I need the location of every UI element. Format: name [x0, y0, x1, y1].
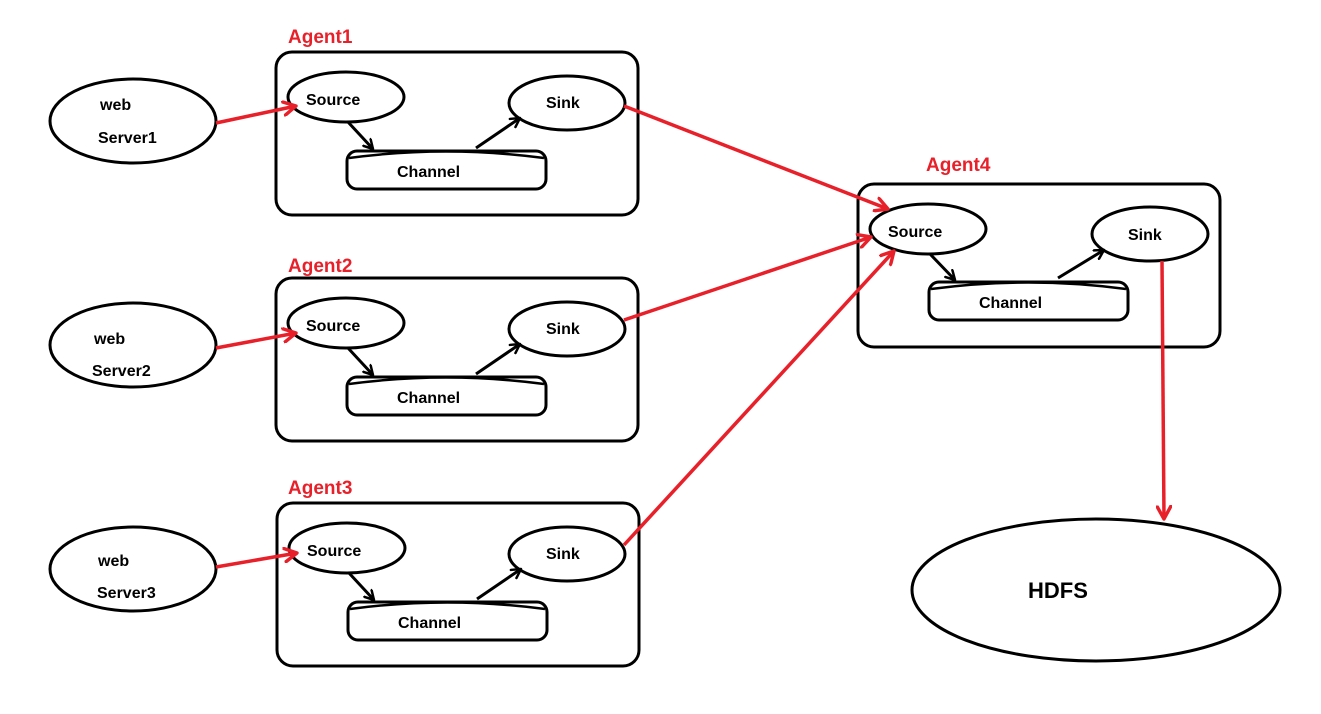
agent-1-source [286, 70, 406, 124]
agent-3-title: Agent3 [288, 478, 352, 499]
server1-to-agent1-arrow [215, 106, 296, 125]
agent-4-channel-label: Channel [979, 295, 1042, 312]
agent-4-source-label: Source [888, 224, 942, 241]
agent-1-source-label: Source [306, 92, 360, 109]
agent-1-sink-label: Sink [546, 95, 580, 112]
agent-2-source [286, 296, 406, 350]
server3-to-agent3-arrow [215, 553, 297, 569]
agent-1-source-to-channel-arrow [346, 120, 373, 149]
web-server-1: web Server1 [48, 77, 218, 165]
agent-1-channel-label: Channel [397, 164, 460, 181]
agent-2-sink-label: Sink [546, 321, 580, 338]
hdfs-label: HDFS [1028, 578, 1088, 603]
agent-1-box [274, 50, 640, 217]
web-server-1-line2: Server1 [98, 130, 157, 147]
agent-4-box [856, 182, 1222, 349]
agent-4-sink-label: Sink [1128, 227, 1162, 244]
web-server-3-line1: web [97, 553, 129, 570]
agent-2-sink [507, 300, 627, 358]
agent-2-channel-to-sink-arrow [475, 344, 520, 376]
hdfs-node: HDFS [910, 517, 1282, 663]
agent-4-sink [1090, 205, 1210, 263]
agent-2-title: Agent2 [288, 256, 352, 277]
agent-2: Agent2 Source Sink Channel [274, 256, 640, 443]
agent4-sink-to-hdfs-arrow [1162, 260, 1164, 519]
agent-1-sink [507, 74, 627, 132]
agent-1-channel-to-sink-arrow [475, 118, 520, 150]
web-server-2-line2: Server2 [92, 363, 151, 380]
agent-3-box [275, 501, 641, 668]
agent-4-source [868, 202, 988, 256]
web-server-1-line1: web [99, 97, 131, 114]
agent-1: Agent1 Source Sink Channel [274, 27, 640, 217]
agent-2-channel-label: Channel [397, 390, 460, 407]
agent-3-channel-label: Channel [398, 615, 461, 632]
agent-2-source-to-channel-arrow [346, 346, 373, 375]
agent-3-channel-to-sink-arrow [476, 569, 521, 601]
web-server-2: web Server2 [48, 301, 218, 389]
agent1-sink-to-agent4-arrow [623, 104, 888, 209]
flow-arrows [215, 104, 1164, 569]
agent3-sink-to-agent4-arrow [622, 251, 894, 547]
agent2-sink-to-agent4-arrow [623, 237, 871, 322]
server2-to-agent2-arrow [215, 333, 296, 350]
agent-4-title: Agent4 [926, 155, 991, 176]
agent-3-sink [507, 525, 627, 583]
agent-3-sink-label: Sink [546, 546, 580, 563]
agent-4-source-to-channel-arrow [928, 252, 955, 280]
agent-3-source-label: Source [307, 543, 361, 560]
web-server-3: web Server3 [48, 525, 218, 613]
agent-3: Agent3 Source Sink Channel [275, 478, 641, 668]
agent-2-box [274, 276, 640, 443]
agent-3-source-to-channel-arrow [347, 571, 374, 600]
agent-4-channel-to-sink-arrow [1057, 248, 1104, 280]
agent-2-source-label: Source [306, 318, 360, 335]
web-server-2-line1: web [93, 331, 125, 348]
agent-4: Agent4 Source Sink Channel [856, 155, 1222, 349]
web-server-3-line2: Server3 [97, 585, 156, 602]
agent-1-title: Agent1 [288, 27, 353, 48]
